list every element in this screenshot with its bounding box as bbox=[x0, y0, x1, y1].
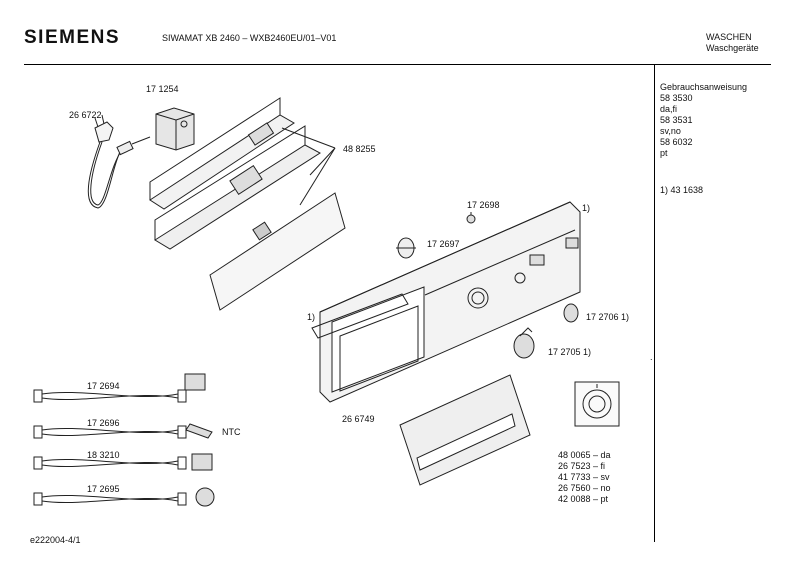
document-id: e222004-4/1 bbox=[30, 535, 81, 545]
harness-172696-drawing bbox=[33, 423, 213, 439]
side-line: 58 3531 bbox=[660, 115, 693, 125]
side-line: 58 6032 bbox=[660, 137, 693, 147]
side-line: sv,no bbox=[660, 126, 681, 136]
knob-172697-drawing bbox=[396, 237, 416, 259]
dial-part-list: 48 0065 – da 26 7523 – fi 41 7733 – sv 2… bbox=[558, 450, 611, 505]
side-line: pt bbox=[660, 148, 668, 158]
control-board-drawing bbox=[149, 97, 346, 311]
category: WASCHEN Waschgeräte bbox=[706, 32, 759, 54]
side-line: da,fi bbox=[660, 104, 678, 114]
detergent-drawer-drawing bbox=[399, 374, 531, 486]
label-266722: 26 6722 bbox=[69, 110, 102, 120]
harness-172694-drawing bbox=[33, 373, 206, 403]
program-dial-drawing bbox=[574, 381, 620, 427]
dial-part-item: 26 7523 – fi bbox=[558, 461, 606, 471]
interference-filter-drawing bbox=[155, 107, 195, 151]
label-172695: 17 2695 bbox=[87, 484, 120, 494]
label-172694: 17 2694 bbox=[87, 381, 120, 391]
control-panel-drawing bbox=[319, 201, 581, 403]
label-172705: 17 2705 1) bbox=[548, 347, 592, 357]
category-line-2: Waschgeräte bbox=[706, 43, 759, 53]
label-183210: 18 3210 bbox=[87, 450, 120, 460]
side-footnote: 1) 43 1638 bbox=[660, 185, 704, 195]
label-172698: 17 2698 bbox=[467, 200, 500, 210]
dial-part-item: 42 0088 – pt bbox=[558, 494, 609, 504]
label-266749: 26 6749 bbox=[342, 414, 375, 424]
harness-183210-drawing bbox=[33, 453, 213, 471]
dial-part-item: 41 7733 – sv bbox=[558, 472, 610, 482]
header-divider bbox=[24, 64, 771, 65]
dial-part-item: 48 0065 – da bbox=[558, 450, 611, 460]
label-172697: 17 2697 bbox=[427, 239, 460, 249]
side-manual-list: Gebrauchsanweisung 58 3530 da,fi 58 3531… bbox=[660, 82, 747, 159]
label-172696: 17 2696 bbox=[87, 418, 120, 428]
knob-172706-drawing bbox=[563, 303, 579, 323]
stray-dot: . bbox=[650, 352, 653, 362]
label-172706: 17 2706 1) bbox=[586, 312, 630, 322]
label-ntc: NTC bbox=[222, 427, 241, 437]
label-footnote-top: 1) bbox=[582, 203, 591, 213]
power-cord-drawing bbox=[87, 114, 151, 209]
knob-172705-drawing bbox=[513, 327, 535, 359]
category-line-1: WASCHEN bbox=[706, 32, 752, 42]
label-footnote-left: 1) bbox=[307, 312, 316, 322]
side-divider bbox=[654, 64, 655, 542]
brand-logo: SIEMENS bbox=[24, 27, 121, 48]
label-171254: 17 1254 bbox=[146, 84, 179, 94]
knob-172698-drawing bbox=[466, 212, 476, 224]
seal-drawing bbox=[311, 293, 409, 339]
label-488255: 48 8255 bbox=[343, 144, 376, 154]
harness-172695-drawing bbox=[33, 487, 215, 507]
side-line: 58 3530 bbox=[660, 93, 693, 103]
side-line: Gebrauchsanweisung bbox=[660, 82, 748, 92]
dial-part-item: 26 7560 – no bbox=[558, 483, 611, 493]
model-title: SIWAMAT XB 2460 – WXB2460EU/01–V01 bbox=[162, 33, 337, 43]
